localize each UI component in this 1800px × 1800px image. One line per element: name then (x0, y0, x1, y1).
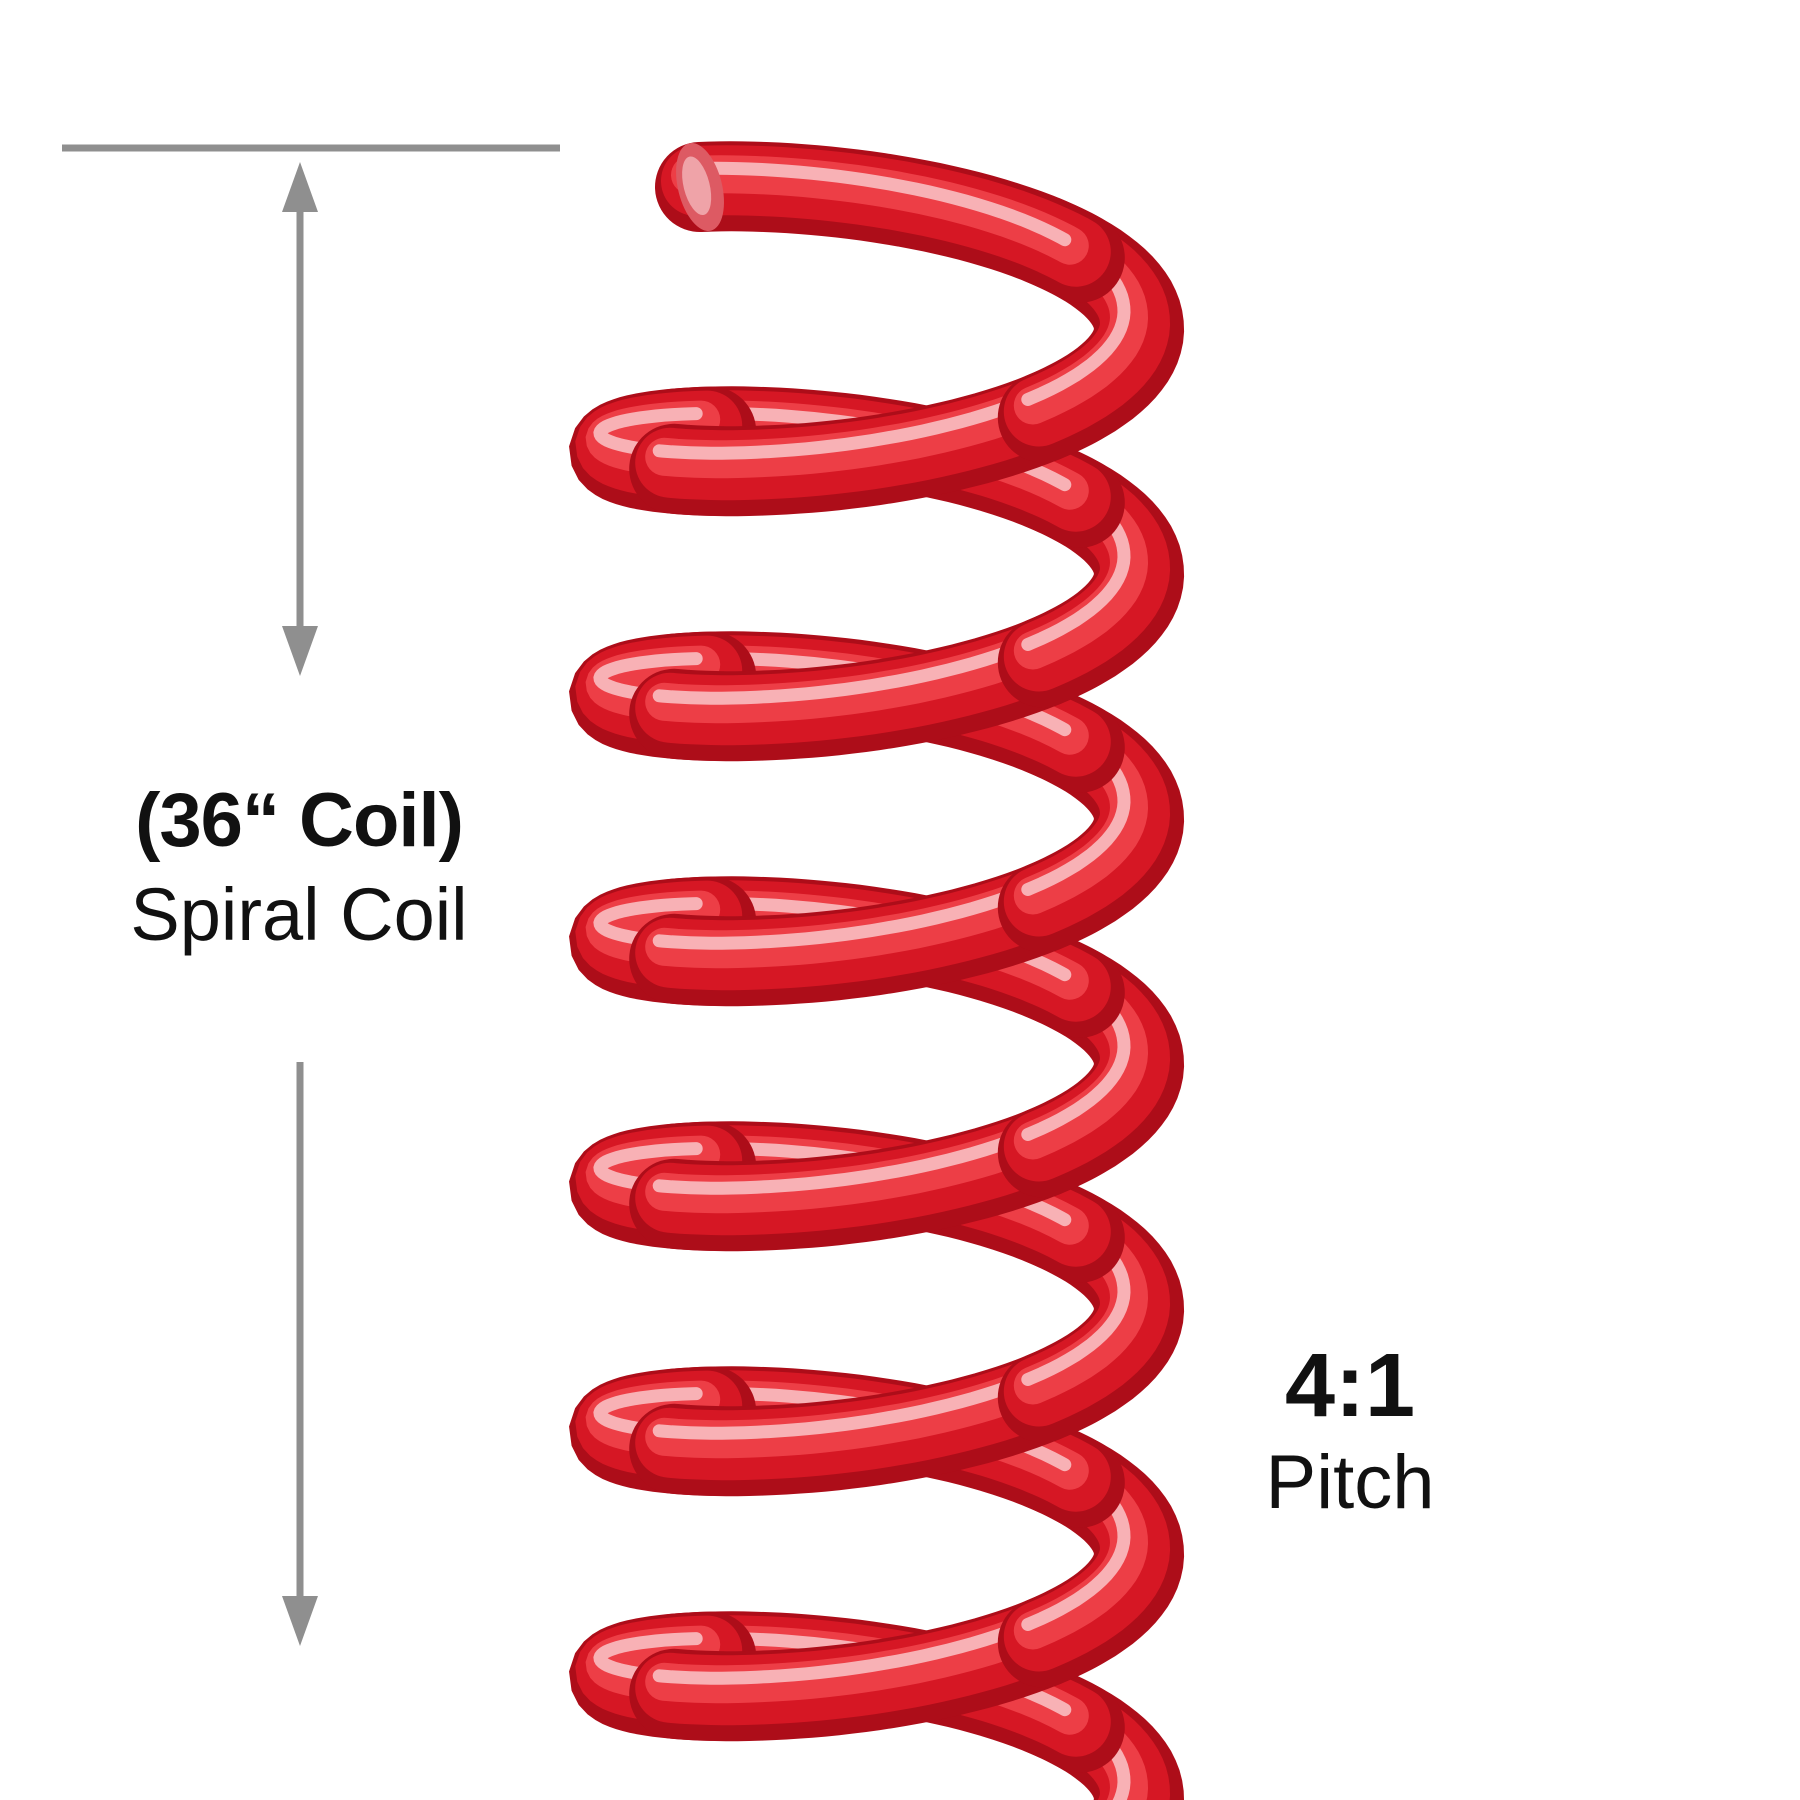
coil-strand (678, 161, 1072, 247)
length-arrow-upper (282, 162, 318, 676)
length-arrow-lower (282, 1062, 318, 1646)
arrow-down-icon (282, 1596, 318, 1646)
arrow-up-icon (282, 162, 318, 212)
spiral-coil (569, 141, 1185, 1800)
pitch-label: Pitch (1265, 1439, 1435, 1525)
pitch-value: 4:1 (1284, 1336, 1416, 1436)
arrow-down-icon (282, 626, 318, 676)
coil-length-annotation: (36“ Coil) Spiral Coil (44, 772, 554, 962)
coil-length-label: Spiral Coil (130, 873, 468, 957)
coil-length-value: (36“ Coil) (135, 778, 464, 863)
coil-end-cap (682, 156, 712, 216)
pitch-annotation: 4:1 Pitch (1185, 1336, 1515, 1530)
